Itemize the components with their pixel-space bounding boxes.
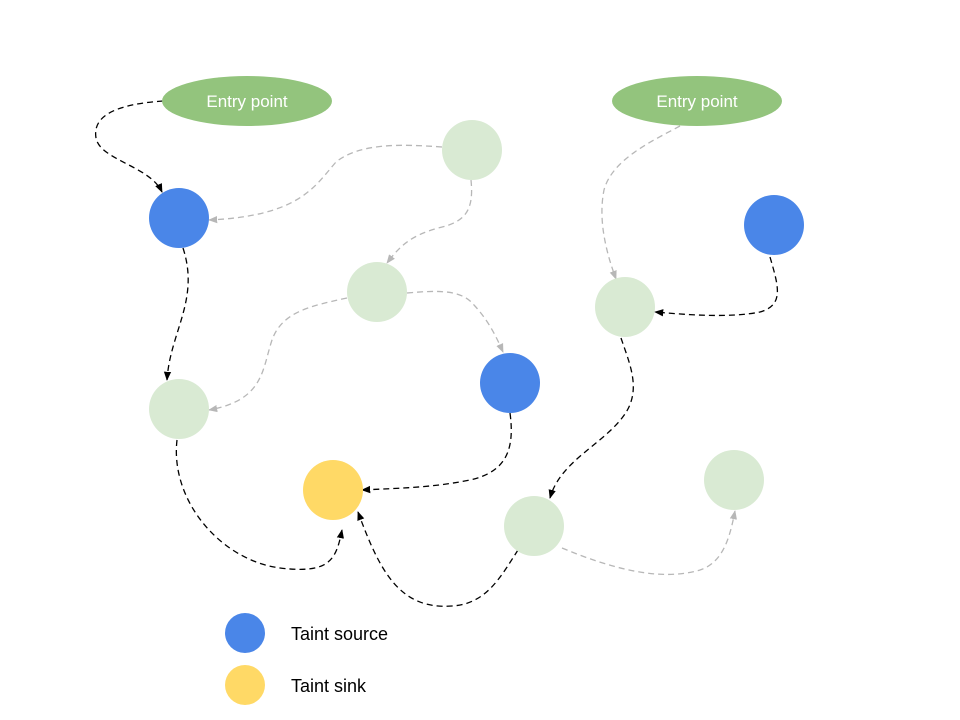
- edge-tainted: [654, 256, 779, 317]
- edge-tainted: [548, 337, 634, 499]
- legend-swatch-sink: [225, 665, 265, 705]
- legend-item-taint-sink: Taint sink: [225, 665, 367, 705]
- taint-sink-node: [303, 460, 363, 520]
- legend-swatch-source: [225, 613, 265, 653]
- taint-source-node: [744, 195, 804, 255]
- edge-tainted: [175, 439, 344, 570]
- legend-item-taint-source: Taint source: [225, 613, 388, 653]
- edge-tainted: [163, 247, 189, 381]
- plain-node: [595, 277, 655, 337]
- legend-label-sink: Taint sink: [291, 676, 367, 696]
- edge-plain: [386, 179, 473, 264]
- entry-point-node: Entry point: [612, 76, 782, 126]
- plain-edges: [208, 125, 737, 576]
- edge-plain: [561, 510, 737, 576]
- edge-tainted: [361, 412, 512, 494]
- plain-node: [149, 379, 209, 439]
- tainted-edges: [95, 100, 779, 607]
- entry-point-label: Entry point: [656, 92, 738, 111]
- edge-tainted: [95, 100, 164, 193]
- plain-node: [504, 496, 564, 556]
- taint-source-node: [149, 188, 209, 248]
- plain-node: [704, 450, 764, 510]
- edge-plain: [208, 144, 443, 224]
- taint-source-node: [480, 353, 540, 413]
- legend-label-source: Taint source: [291, 624, 388, 644]
- edge-plain: [406, 290, 504, 353]
- entry-point-label: Entry point: [206, 92, 288, 111]
- entry-point-node: Entry point: [162, 76, 332, 126]
- edge-plain: [208, 297, 348, 413]
- edge-tainted: [357, 511, 519, 607]
- plain-node: [442, 120, 502, 180]
- plain-node: [347, 262, 407, 322]
- edge-plain: [601, 125, 681, 280]
- legend: Taint source Taint sink: [225, 613, 388, 705]
